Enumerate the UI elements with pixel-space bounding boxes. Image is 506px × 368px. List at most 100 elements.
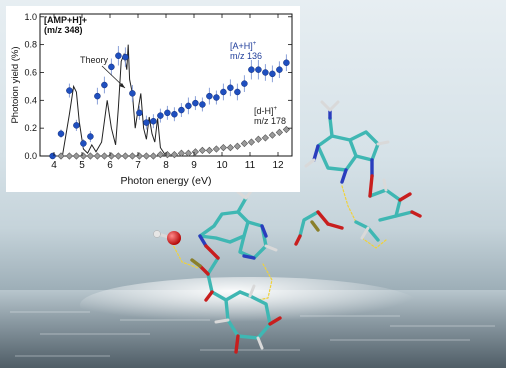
ah-data-point [178,106,185,114]
x-tick-label: 12 [272,160,284,171]
ah-data-point [66,87,73,94]
chart-subtitle-text: (m/z 348) [44,25,83,35]
dh-data-point [233,142,242,150]
y-tick-label: 0.4 [24,95,37,105]
ah-data-point [150,117,157,125]
water-molecule [153,230,181,245]
ah-data-point [157,112,164,119]
ah-data-point [115,52,122,60]
ah-data-point [283,59,290,66]
x-tick-label: 5 [79,160,85,171]
ah-data-point [241,80,248,87]
dh-data-point [114,152,123,160]
dh-data-point [170,150,179,159]
ah-data-point [122,53,129,61]
dh-data-point [219,144,228,152]
legend-ah-name: [A+H] [230,41,253,51]
x-tick-label: 11 [245,160,256,171]
dh-data-point [128,152,137,160]
bonds-carbon-right [298,116,414,242]
ah-data-point [80,140,87,147]
ah-data-point [171,110,178,118]
hydrogen-atoms-left [214,188,278,350]
dh-data-point [65,152,74,160]
hydrogen-atoms-right [304,100,390,240]
ah-data-point [206,92,213,100]
dh-data-point [184,149,193,157]
sea-ripples [10,311,495,357]
legend-dh-charge: + [273,106,278,112]
dh-data-point [142,152,151,160]
ah-data-point [276,66,283,73]
bonds-nitrogen-left [198,224,268,260]
y-tick-label: 0.2 [24,123,37,133]
dh-data-point [121,152,130,160]
legend-dh: [d-H]+ m/z 178 [254,104,286,126]
dh-data-point [205,146,214,155]
bonds-oxygen-left [198,244,282,354]
bonds-phosphorus-left [190,258,202,268]
dh-data-point [177,149,186,157]
series-dh-layer [57,125,291,160]
x-tick-label: 6 [107,160,113,171]
ah-data-point [192,99,199,107]
dh-data-point [57,152,65,160]
dh-data-point [212,145,221,153]
y-tick-label: 1.0 [24,12,37,22]
ah-data-point [143,119,150,126]
x-tick-label: 8 [163,160,169,171]
dh-data-point [72,152,81,160]
ah-data-point [94,92,101,100]
ah-data-point [49,152,56,160]
chart-title-text: [AMP+H]+ [44,15,88,25]
ah-data-point [87,133,94,140]
dh-data-point [156,150,165,159]
ah-data-point [129,90,136,97]
hydrogen-bonds-right [341,185,387,249]
ah-data-point [108,63,115,71]
dh-data-point [198,146,207,155]
dh-data-point [247,138,256,146]
ah-data-point [164,109,171,117]
dh-data-point [268,131,277,139]
x-tick-label: 7 [135,160,141,171]
ah-data-point [248,66,255,73]
ah-data-point [262,69,269,76]
legend-dh-name: [d-H] [254,106,274,116]
ah-data-point [234,88,241,96]
x-tick-label: 10 [216,160,228,171]
x-tick-label: 4 [51,160,57,171]
x-axis-label: Photon energy (eV) [120,175,211,187]
x-tick-label: 9 [191,160,197,171]
legend-ah-charge: + [252,41,257,47]
dh-data-point [254,135,263,143]
theory-label: Theory [80,55,109,65]
chart-background [6,6,300,192]
ah-data-point [255,66,262,73]
ah-data-point [136,109,143,117]
y-axis-label: Photoion yield (%) [10,46,21,123]
dh-data-point [240,139,249,148]
ah-data-point [73,122,80,129]
ah-data-point [57,130,65,137]
dh-data-point [226,144,235,152]
legend-dh-mz: m/z 178 [254,116,287,126]
theory-pointer-arrowhead [119,83,125,88]
ah-data-point [199,101,206,108]
y-tick-label: 0.6 [24,67,37,77]
ah-data-point [227,84,234,92]
y-tick-label: 0.0 [24,151,37,161]
bonds-phosphorus-right [310,220,320,232]
legend-ah-mz: m/z 136 [230,51,263,61]
dh-data-point [79,152,88,160]
dh-data-point [107,152,116,160]
ah-data-point [213,94,220,101]
sun-glare [80,277,420,333]
dh-data-point [261,134,270,142]
hydrogen-bonds-left [171,242,273,301]
chart-title: [AMP+H]+ (m/z 348) [44,15,87,35]
series-ah-layer [49,46,290,160]
